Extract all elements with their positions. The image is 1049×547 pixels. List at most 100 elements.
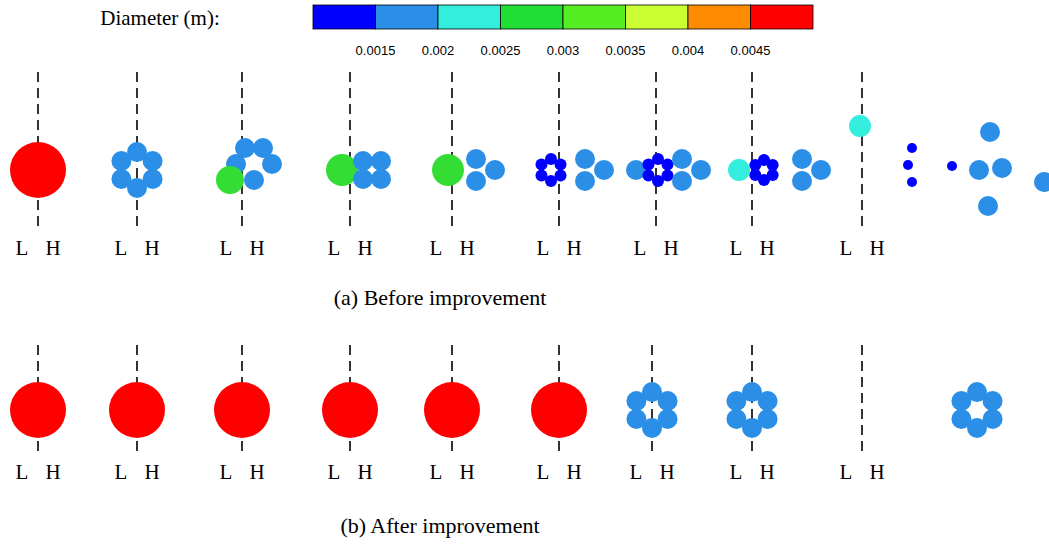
droplet [214,382,270,438]
droplets [10,115,1049,438]
droplet [10,382,66,438]
caption: (b) After improvement [340,515,539,537]
side-label: H [759,462,774,483]
tick-label: 0.003 [547,44,580,57]
droplet [969,160,989,180]
color-bar-cell [376,5,439,29]
side-label: L [537,462,550,483]
side-label: H [249,462,264,483]
droplet [642,170,654,182]
side-label: H [659,462,674,483]
droplet [111,169,131,189]
side-label: L [16,462,29,483]
droplet [143,151,163,171]
interface-line [751,72,753,228]
interface-line [349,72,351,228]
tick-label: 0.004 [672,44,705,57]
side-label: H [759,238,774,259]
interface-line [558,72,560,228]
droplet [594,160,614,180]
droplet [432,154,464,186]
color-bar-cell [688,5,751,29]
droplet [758,391,778,411]
droplet [626,409,646,429]
droplet [792,171,812,191]
droplet [907,143,917,153]
droplet [907,177,917,187]
droplet [10,142,66,198]
side-label: H [566,462,581,483]
tick-label: 0.0015 [356,44,396,57]
side-label: L [115,462,128,483]
side-label: H [144,462,159,483]
interface-line [655,72,657,228]
side-label: H [869,238,884,259]
color-bar-cell [563,5,626,29]
side-label: H [249,238,264,259]
side-label: H [357,238,372,259]
side-label: L [430,462,443,483]
side-label: H [45,462,60,483]
droplet [262,154,282,174]
side-label: H [459,238,474,259]
caption: (a) Before improvement [334,287,547,309]
droplet [575,171,595,191]
droplet [326,154,358,186]
side-label: L [730,238,743,259]
side-label: H [144,238,159,259]
interface-line [861,72,863,228]
side-label: L [634,238,647,259]
droplet [466,149,486,169]
droplet [353,169,373,189]
tick-label: 0.0025 [481,44,521,57]
droplet [531,382,587,438]
side-label: H [566,238,581,259]
droplet [811,160,831,180]
droplet [424,382,480,438]
droplet [792,149,812,169]
droplet [466,171,486,191]
droplet [535,170,547,182]
droplet [1034,172,1049,192]
droplet [485,160,505,180]
tick-label: 0.0045 [731,44,771,57]
side-label: L [840,462,853,483]
droplet [672,149,692,169]
side-label: H [663,238,678,259]
side-label: L [220,462,233,483]
droplet [951,409,971,429]
droplet [672,171,692,191]
side-label: L [115,238,128,259]
droplet [575,149,595,169]
color-bar-cell [501,5,564,29]
legend-title: Diameter (m): [100,8,220,29]
droplet [658,391,678,411]
droplet [371,151,391,171]
droplet [371,169,391,189]
droplet [983,391,1003,411]
droplet [947,161,957,171]
droplet [322,382,378,438]
droplet [216,166,244,194]
color-bar-cell [626,5,689,29]
droplet [980,122,1000,142]
side-label: L [328,238,341,259]
side-label: L [220,238,233,259]
droplet [849,115,871,137]
droplet [978,196,998,216]
side-label: H [45,238,60,259]
droplet [244,170,264,190]
side-label: L [16,238,29,259]
color-bar-cell [313,5,376,29]
droplet [109,382,165,438]
side-label: L [630,462,643,483]
droplet [726,409,746,429]
interface-line [451,72,453,228]
color-bar-cell [438,5,501,29]
side-label: L [730,462,743,483]
droplet [691,160,711,180]
color-bar [313,5,813,29]
side-label: L [328,462,341,483]
side-label: H [357,462,372,483]
droplet [728,159,750,181]
